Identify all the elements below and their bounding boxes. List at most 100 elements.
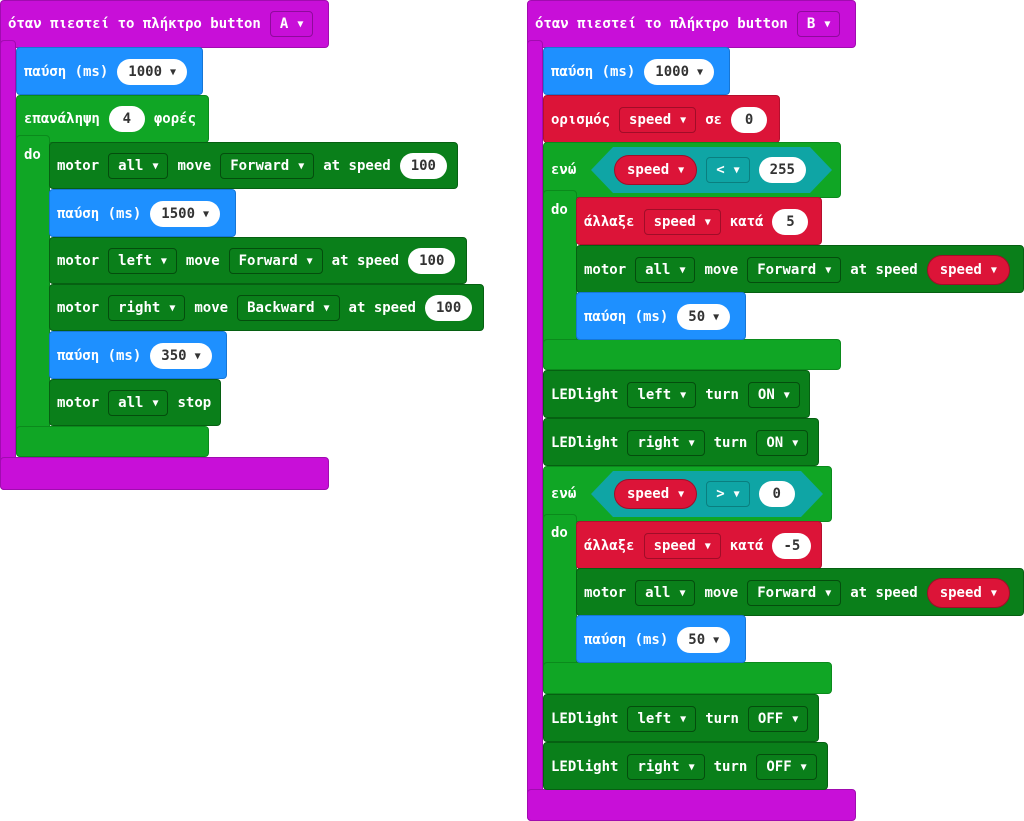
led-right-off-block[interactable]: LEDlight right▼ turn OFF▼ [543, 742, 828, 790]
direction-dropdown[interactable]: Forward▼ [747, 580, 842, 606]
speed-input[interactable]: 100 [408, 248, 456, 274]
change-speed-block[interactable]: άλλαξε speed▼ κατά 5 [576, 197, 822, 245]
motor-select-dropdown[interactable]: left▼ [108, 248, 177, 274]
at-speed-label: at speed [850, 262, 918, 278]
direction-dropdown[interactable]: Forward▼ [747, 257, 842, 283]
led-side-dropdown[interactable]: left▼ [627, 382, 697, 408]
repeat-count-input[interactable]: 4 [108, 106, 145, 132]
change-value-input[interactable]: 5 [772, 209, 809, 235]
ledlight-label: LEDlight [551, 711, 619, 727]
change-label: άλλαξε [584, 214, 635, 230]
left-event-bottom [0, 457, 329, 490]
repeat-label: επανάληψη [24, 111, 100, 127]
dropdown-caret-icon: ▼ [323, 302, 330, 314]
motor-select-dropdown[interactable]: all▼ [108, 390, 169, 416]
right-pause-1000-block[interactable]: παύση (ms) 1000▼ [543, 47, 730, 95]
change-label: άλλαξε [584, 538, 635, 554]
pause-label: παύση (ms) [24, 64, 109, 80]
motor-select-dropdown[interactable]: right▼ [108, 295, 186, 321]
pause-value-dropdown[interactable]: 50▼ [677, 627, 731, 653]
set-speed-block[interactable]: ορισμός speed▼ σε 0 [543, 95, 780, 143]
led-side-dropdown[interactable]: right▼ [627, 430, 705, 456]
pause-value-dropdown[interactable]: 1000▼ [117, 59, 188, 85]
turn-label: turn [713, 435, 748, 451]
turn-label: turn [705, 387, 739, 403]
speed-variable-reporter[interactable]: speed▼ [614, 155, 698, 185]
dropdown-caret-icon: ▼ [298, 160, 305, 172]
change-speed-block[interactable]: άλλαξε speed▼ κατά -5 [576, 521, 822, 569]
dropdown-caret-icon: ▼ [678, 488, 685, 500]
variable-dropdown[interactable]: speed▼ [619, 107, 697, 133]
speed-variable-reporter[interactable]: speed▼ [614, 479, 698, 509]
right-pause-50-block-2[interactable]: παύση (ms) 50▼ [576, 615, 746, 663]
dropdown-caret-icon: ▼ [203, 208, 210, 220]
change-value-input[interactable]: -5 [772, 533, 812, 559]
left-pause-1000-block[interactable]: παύση (ms) 1000▼ [16, 47, 203, 95]
button-b-dropdown[interactable]: B▼ [796, 11, 841, 37]
led-left-on-block[interactable]: LEDlight left▼ turn ON▼ [543, 370, 810, 418]
dropdown-caret-icon: ▼ [169, 302, 176, 314]
dropdown-caret-icon: ▼ [825, 264, 832, 276]
pause-value-dropdown[interactable]: 350▼ [150, 343, 212, 369]
pause-label: παύση (ms) [584, 309, 669, 325]
left-motor-all-block[interactable]: motor all▼ move Forward▼ at speed 100 [49, 142, 458, 189]
turn-label: turn [713, 759, 748, 775]
led-side-dropdown[interactable]: right▼ [627, 754, 705, 780]
led-state-dropdown[interactable]: OFF▼ [756, 754, 817, 780]
led-state-dropdown[interactable]: ON▼ [747, 382, 800, 408]
dropdown-caret-icon: ▼ [152, 397, 159, 409]
set-value-input[interactable]: 0 [731, 107, 768, 133]
left-motor-left-block[interactable]: motor left▼ move Forward▼ at speed 100 [49, 237, 467, 284]
motor-label: motor [57, 395, 100, 411]
repeat-bottom [16, 426, 209, 457]
move-label: move [185, 253, 220, 269]
motor-label: motor [584, 262, 627, 278]
led-right-on-block[interactable]: LEDlight right▼ turn ON▼ [543, 418, 819, 466]
button-a-dropdown[interactable]: A▼ [269, 11, 314, 37]
dropdown-caret-icon: ▼ [680, 713, 687, 725]
motor-label: motor [57, 300, 100, 316]
speed-variable-reporter[interactable]: speed▼ [926, 255, 1010, 285]
dropdown-caret-icon: ▼ [792, 713, 799, 725]
dropdown-caret-icon: ▼ [688, 761, 695, 773]
variable-dropdown[interactable]: speed▼ [643, 533, 721, 559]
left-motor-right-block[interactable]: motor right▼ move Backward▼ at speed 100 [49, 284, 484, 331]
left-motor-stop-block[interactable]: motor all▼ stop [49, 379, 221, 426]
direction-dropdown[interactable]: Forward▼ [228, 248, 323, 274]
right-motor-speed-block-2[interactable]: motor all▼ move Forward▼ at speed speed▼ [576, 568, 1024, 616]
dropdown-caret-icon: ▼ [704, 216, 711, 228]
motor-select-dropdown[interactable]: all▼ [108, 153, 169, 179]
led-state-dropdown[interactable]: OFF▼ [747, 706, 809, 732]
motor-select-dropdown[interactable]: all▼ [635, 257, 696, 283]
pause-value-dropdown[interactable]: 1500▼ [150, 201, 221, 227]
operator-dropdown[interactable]: >▼ [706, 481, 750, 507]
right-motor-speed-block-1[interactable]: motor all▼ move Forward▼ at speed speed▼ [576, 245, 1024, 293]
pause-label: παύση (ms) [551, 64, 636, 80]
do-label: do [551, 202, 568, 218]
motor-label: motor [57, 253, 100, 269]
dropdown-caret-icon: ▼ [825, 587, 832, 599]
pause-value-dropdown[interactable]: 1000▼ [644, 59, 715, 85]
speed-variable-reporter[interactable]: speed▼ [926, 578, 1010, 608]
dropdown-caret-icon: ▼ [733, 488, 740, 500]
motor-select-dropdown[interactable]: all▼ [635, 580, 696, 606]
direction-dropdown[interactable]: Forward▼ [220, 153, 315, 179]
led-side-dropdown[interactable]: left▼ [627, 706, 697, 732]
variable-dropdown[interactable]: speed▼ [643, 209, 721, 235]
speed-input[interactable]: 100 [424, 295, 473, 321]
dropdown-caret-icon: ▼ [679, 264, 686, 276]
compare-value-input[interactable]: 255 [758, 157, 806, 183]
times-label: φορές [153, 111, 197, 127]
left-pause-350-block[interactable]: παύση (ms) 350▼ [49, 331, 227, 379]
dropdown-caret-icon: ▼ [713, 311, 720, 323]
led-state-dropdown[interactable]: ON▼ [756, 430, 809, 456]
right-pause-50-block-1[interactable]: παύση (ms) 50▼ [576, 292, 746, 340]
pause-value-dropdown[interactable]: 50▼ [677, 304, 731, 330]
left-pause-1500-block[interactable]: παύση (ms) 1500▼ [49, 189, 236, 237]
led-left-off-block[interactable]: LEDlight left▼ turn OFF▼ [543, 694, 819, 742]
speed-input[interactable]: 100 [399, 153, 447, 179]
by-label: κατά [729, 214, 764, 230]
compare-value-input[interactable]: 0 [758, 481, 795, 507]
operator-dropdown[interactable]: <▼ [706, 157, 750, 183]
direction-dropdown[interactable]: Backward▼ [237, 295, 340, 321]
